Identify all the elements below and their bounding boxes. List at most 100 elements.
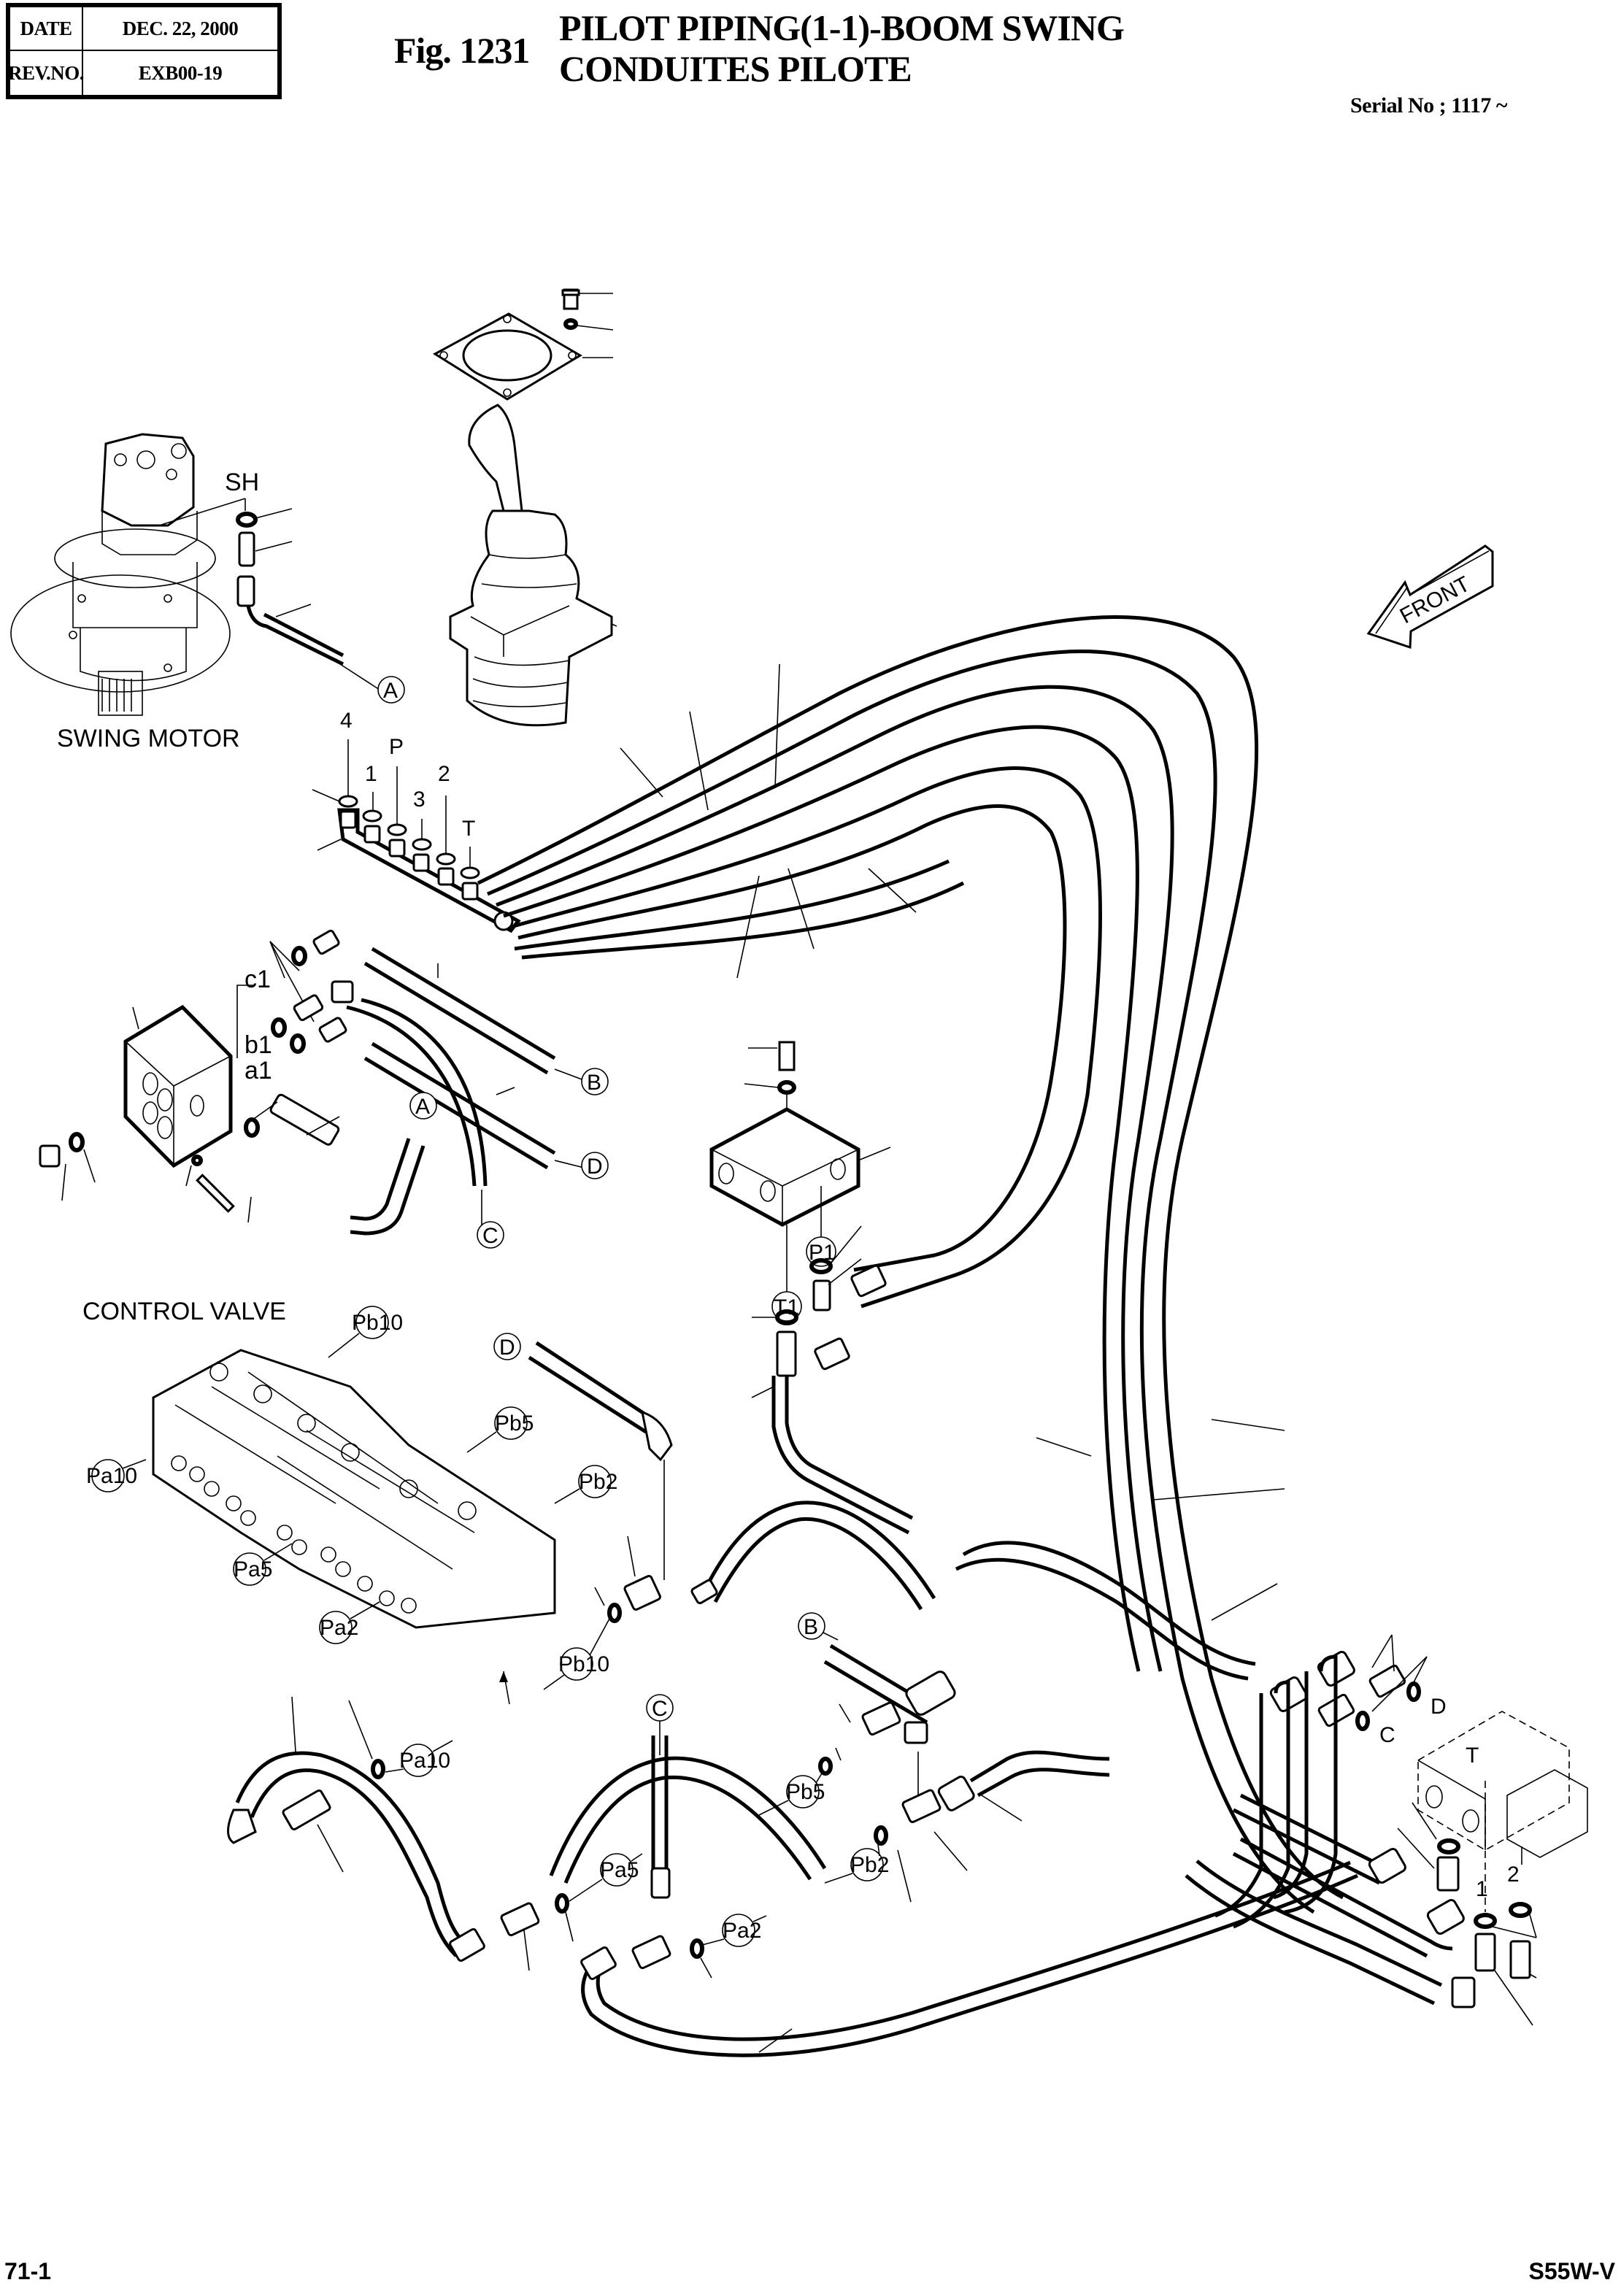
adapter-fitting[interactable] (293, 994, 324, 1022)
hose-elbow[interactable] (1451, 1976, 1476, 2008)
washer[interactable] (191, 1155, 203, 1166)
front-direction-arrow: FRONT (1366, 544, 1494, 650)
tee-fitting[interactable] (631, 1935, 671, 1970)
o-ring[interactable] (555, 1893, 569, 1914)
connection-ref-a2-label: A (415, 1095, 430, 1119)
connection-refs: A A B C D D (377, 676, 609, 1360)
hose-fitting[interactable] (236, 575, 255, 607)
o-ring[interactable] (291, 946, 307, 966)
port-label-3: 3 (413, 787, 426, 812)
hose-nut[interactable] (904, 1721, 928, 1744)
tee-fitting[interactable] (861, 1701, 901, 1736)
hose-nut[interactable] (814, 1337, 850, 1371)
o-ring[interactable] (290, 1033, 306, 1054)
port-label-t-solenoid: T (1466, 1744, 1479, 1768)
tee-fitting[interactable] (776, 1330, 797, 1377)
hose-elbow[interactable] (904, 1670, 957, 1717)
shuttle-valve-block[interactable] (123, 1004, 233, 1168)
control-valve-port-bubbles: Pb10 Pb5 Pb2 Pa10 Pa5 Pa2 (86, 1306, 617, 1644)
o-ring[interactable] (809, 1258, 833, 1274)
pilot-hose-bundle[interactable] (477, 615, 1344, 1914)
port-label-sh: SH (225, 469, 259, 496)
hose-fitting[interactable] (650, 1867, 671, 1899)
joystick-port-fittings[interactable]: 4 1 P 3 2 T (312, 709, 521, 933)
joystick[interactable] (449, 404, 613, 727)
pilot-manifold-block[interactable] (709, 1107, 860, 1227)
hose-nut[interactable] (937, 1775, 975, 1811)
o-ring[interactable] (371, 1759, 385, 1779)
hose-port-pa5: Pa5 (600, 1858, 639, 1882)
port-label-b1: b1 (245, 1031, 272, 1059)
component-label-control-valve: CONTROL VALVE (82, 1298, 286, 1325)
o-ring[interactable] (244, 1117, 260, 1138)
hose-nut[interactable] (1426, 1898, 1465, 1935)
tee-fitting[interactable] (500, 1902, 540, 1937)
hose-nut[interactable] (331, 980, 354, 1003)
o-ring[interactable] (1355, 1711, 1370, 1731)
cv-port-pb10: Pb10 (352, 1311, 403, 1335)
adapter-fitting[interactable] (238, 531, 255, 567)
hose-port-pb10: Pb10 (558, 1652, 609, 1676)
o-ring[interactable] (1406, 1681, 1421, 1702)
title-line-2: CONDUITES PILOTE (559, 48, 912, 89)
connection-ref-c-label: C (652, 1697, 668, 1721)
port-label-4: 4 (340, 709, 353, 733)
hose-nut[interactable] (690, 1579, 718, 1605)
o-ring[interactable] (271, 1017, 287, 1038)
connection-ref-d2-label: D (499, 1336, 515, 1360)
o-ring[interactable] (69, 1132, 85, 1152)
o-ring[interactable] (874, 1825, 888, 1846)
hose-port-pa2: Pa2 (723, 1919, 761, 1943)
component-label-swing-motor: SWING MOTOR (57, 725, 240, 752)
adapter-fitting[interactable] (1474, 1933, 1496, 1972)
date-value: DEC. 22, 2000 (83, 7, 277, 51)
tee-fitting[interactable] (901, 1789, 942, 1824)
adapter-fitting[interactable] (282, 1789, 331, 1831)
port-label-c1: c1 (245, 966, 271, 993)
adapter-fitting[interactable] (1368, 1664, 1406, 1698)
elbow-fitting[interactable] (312, 929, 340, 955)
solenoid-valve-block[interactable] (1417, 1711, 1588, 1858)
connection-ref-b2-label: B (587, 1071, 601, 1095)
o-ring[interactable] (1509, 1902, 1532, 1918)
washer[interactable] (777, 1080, 796, 1095)
hose-nut[interactable] (449, 1927, 485, 1962)
connection-ref-b-label: B (804, 1615, 818, 1639)
figure-number: Fig. 1231 (394, 30, 530, 71)
connection-ref-c2-label: C (482, 1224, 498, 1248)
elbow-fitting[interactable] (812, 1279, 831, 1311)
hose-elbow[interactable] (641, 1410, 673, 1462)
bolt[interactable] (196, 1174, 235, 1213)
cv-port-pb5: Pb5 (495, 1411, 534, 1436)
tee-fitting[interactable] (623, 1574, 661, 1611)
hose-elbow[interactable] (227, 1808, 257, 1844)
o-ring[interactable] (690, 1938, 704, 1959)
plug[interactable] (39, 1144, 61, 1168)
hose-nut[interactable] (1368, 1847, 1406, 1884)
elbow-fitting[interactable] (1436, 1856, 1460, 1892)
elbow-fitting[interactable] (1509, 1940, 1531, 1979)
hose-nut[interactable] (580, 1946, 617, 1981)
swing-motor[interactable] (10, 433, 231, 716)
washer[interactable] (563, 318, 578, 330)
connection-ref-b (798, 1612, 825, 1640)
o-ring[interactable] (1474, 1913, 1497, 1929)
o-ring[interactable] (1437, 1838, 1460, 1854)
date-label: DATE (10, 7, 83, 51)
manifold-bolt[interactable] (778, 1041, 796, 1071)
cv-port-pa2: Pa2 (320, 1616, 358, 1640)
control-valve[interactable] (152, 1349, 556, 1629)
rev-label: REV.NO. (8, 51, 85, 95)
o-ring[interactable] (607, 1603, 622, 1623)
hose-nut[interactable] (850, 1264, 887, 1298)
check-valve[interactable] (269, 1093, 340, 1146)
page-number: 71-1 (4, 2258, 52, 2284)
revision-table: DATE DEC. 22, 2000 REV.NO. EXB00-19 (6, 3, 282, 99)
o-ring[interactable] (236, 512, 258, 528)
joystick-plate[interactable] (433, 312, 582, 401)
connection-ref-a-label: A (383, 679, 398, 703)
o-ring[interactable] (818, 1757, 833, 1776)
joystick-bolt[interactable] (561, 288, 580, 310)
elbow-fitting[interactable] (318, 1017, 347, 1043)
